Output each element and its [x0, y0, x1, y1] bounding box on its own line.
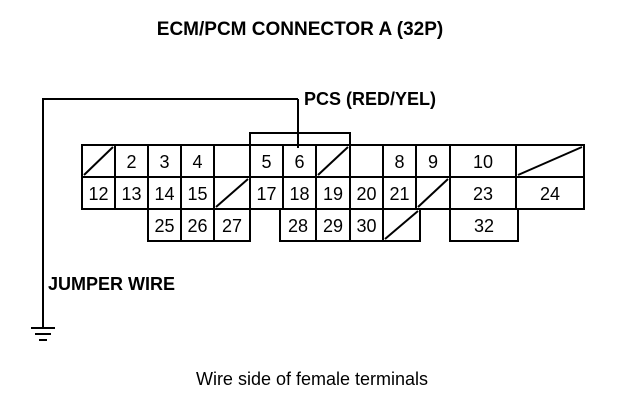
- connector-cell-r2-blank22: [415, 176, 451, 210]
- pcs-label: PCS (RED/YEL): [304, 89, 436, 109]
- pin-number: 15: [187, 184, 207, 204]
- connector-cell-pin-21: 21: [382, 176, 417, 210]
- pin-number: 4: [192, 152, 202, 172]
- pin-number: 17: [256, 184, 276, 204]
- connector-cell-pin-25: 25: [147, 208, 182, 242]
- jumper-wire-label: JUMPER WIRE: [48, 274, 175, 294]
- cell-border: [515, 176, 585, 210]
- pin-number: 8: [394, 152, 404, 172]
- pin-number: 6: [294, 152, 304, 172]
- pin-number: 32: [474, 216, 494, 236]
- pin-number: 28: [288, 216, 308, 236]
- pin-number: 24: [540, 184, 560, 204]
- connector-cell-pin-6: 6: [282, 144, 317, 178]
- pin-number: 21: [389, 184, 409, 204]
- pin-number: 13: [121, 184, 141, 204]
- connector-cell-pin-3: 3: [147, 144, 182, 178]
- connector-cell-pin-29: 29: [315, 208, 351, 242]
- connector-cell-pin-9: 9: [415, 144, 451, 178]
- pin-number: 27: [222, 216, 242, 236]
- connector-cell-pin-14: 14: [147, 176, 182, 210]
- pin-number: 23: [473, 184, 493, 204]
- pin-number: 9: [428, 152, 438, 172]
- connector-cell-pin-30: 30: [349, 208, 384, 242]
- pin-number: 29: [323, 216, 343, 236]
- connector-cell-pin-23: 23: [449, 176, 517, 210]
- connector-cell-pin-19: 19: [315, 176, 351, 210]
- connector-cell-pin-32: 32: [449, 208, 519, 242]
- connector-cell-pin-27: 27: [213, 208, 251, 242]
- pin-number: 3: [159, 152, 169, 172]
- connector-cell-pin-8: 8: [382, 144, 417, 178]
- connector-cell-pin-4: 4: [180, 144, 215, 178]
- connector-cell-pin-18: 18: [282, 176, 317, 210]
- pin-number: 25: [154, 216, 174, 236]
- connector-cell-r1-blank7: [315, 144, 351, 178]
- pin-number: 2: [126, 152, 136, 172]
- empty-cavity-mark: [317, 146, 349, 176]
- pcs-wire: [42, 98, 299, 328]
- connector-cell-r2-blank16: [213, 176, 251, 210]
- pin-number: 14: [154, 184, 174, 204]
- diagram-title: ECM/PCM CONNECTOR A (32P): [157, 19, 443, 40]
- pin-number: 19: [323, 184, 343, 204]
- connector-cell-pin-28: 28: [279, 208, 317, 242]
- connector-cell-r3-blank31: [382, 208, 421, 242]
- pin-number: 5: [261, 152, 271, 172]
- empty-cavity-mark: [517, 146, 583, 176]
- cell-border: [213, 208, 251, 242]
- connector-cell-pin-26: 26: [180, 208, 215, 242]
- connector-cell-pin-10: 10: [449, 144, 517, 178]
- pin-number: 20: [356, 184, 376, 204]
- cell-border: [449, 208, 519, 242]
- ground-icon: [31, 327, 55, 341]
- connector-cell-pin-5: 5: [249, 144, 284, 178]
- cell-border: [382, 208, 421, 242]
- connector-cell-pin-20: 20: [349, 176, 384, 210]
- connector-cell-r1-blank11: [515, 144, 585, 178]
- empty-cavity-mark: [215, 178, 249, 208]
- connector-cell-pin-12: 12: [81, 176, 116, 210]
- pin-number: 18: [289, 184, 309, 204]
- pin-number: 30: [356, 216, 376, 236]
- wire-side-caption: Wire side of female terminals: [196, 369, 428, 389]
- pin-number: 26: [187, 216, 207, 236]
- empty-cavity-mark: [417, 178, 449, 208]
- pin-number: 12: [88, 184, 108, 204]
- connector-cell-r1-blank1: [81, 144, 116, 178]
- connector-cell-pin-24: 24: [515, 176, 585, 210]
- connector-cell-pin-2: 2: [114, 144, 149, 178]
- connector-cell-pin-17: 17: [249, 176, 284, 210]
- connector-cell-pin-13: 13: [114, 176, 149, 210]
- pin-number: 10: [473, 152, 493, 172]
- empty-cavity-mark: [83, 146, 114, 176]
- connector-cell-pin-15: 15: [180, 176, 215, 210]
- empty-cavity-mark: [384, 210, 419, 240]
